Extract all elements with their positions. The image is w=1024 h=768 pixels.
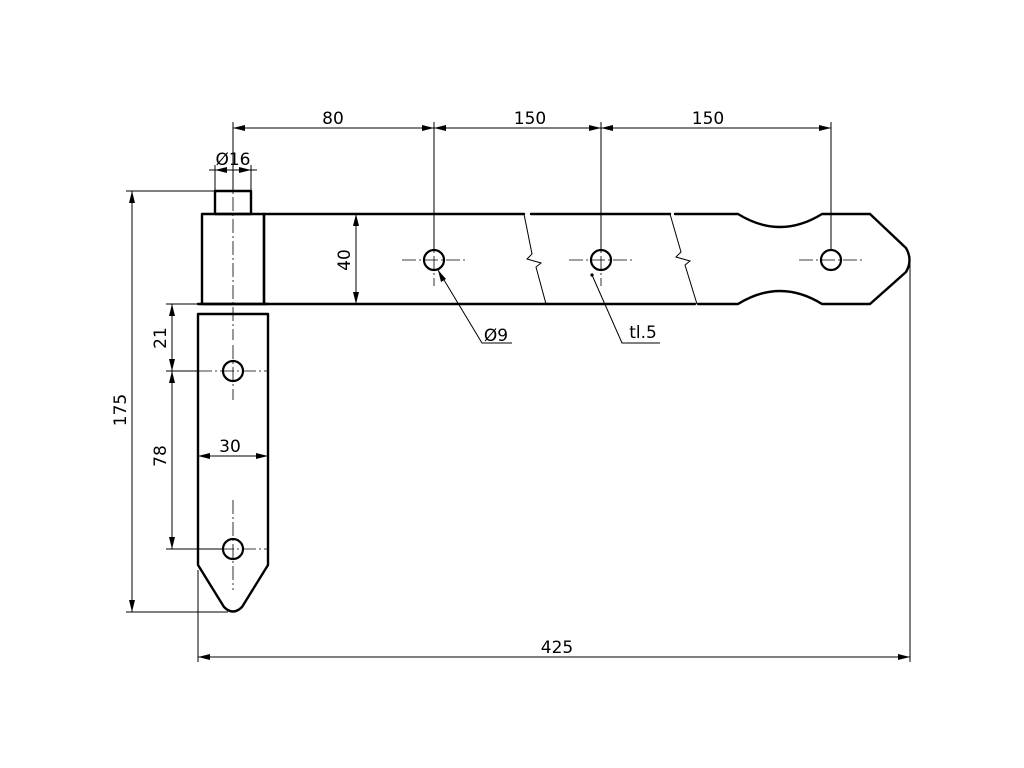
dim-plate-offset: 21 [151,327,171,349]
dim-80: 80 [322,109,344,129]
dim-total-length: 425 [541,638,573,658]
holes [221,248,843,561]
dim-thickness: tl.5 [629,323,657,343]
dim-150-b: 150 [692,109,724,129]
dim-strap-width: 40 [335,249,355,271]
break-line-left [523,213,547,305]
dim-plate-hole-spacing: 78 [151,445,171,467]
dimension-lines [126,122,911,662]
horizontal-strap [262,212,911,306]
center-lines [198,175,863,590]
dim-pin-diameter: Ø16 [215,150,250,170]
dim-total-height: 175 [111,394,131,426]
dim-hole-diameter: Ø9 [484,326,508,346]
dimension-texts: 80 150 150 Ø16 40 Ø9 tl.5 21 78 30 175 4… [111,109,724,658]
dim-plate-width: 30 [219,437,241,457]
break-line-right [669,213,698,305]
dim-150-a: 150 [514,109,546,129]
